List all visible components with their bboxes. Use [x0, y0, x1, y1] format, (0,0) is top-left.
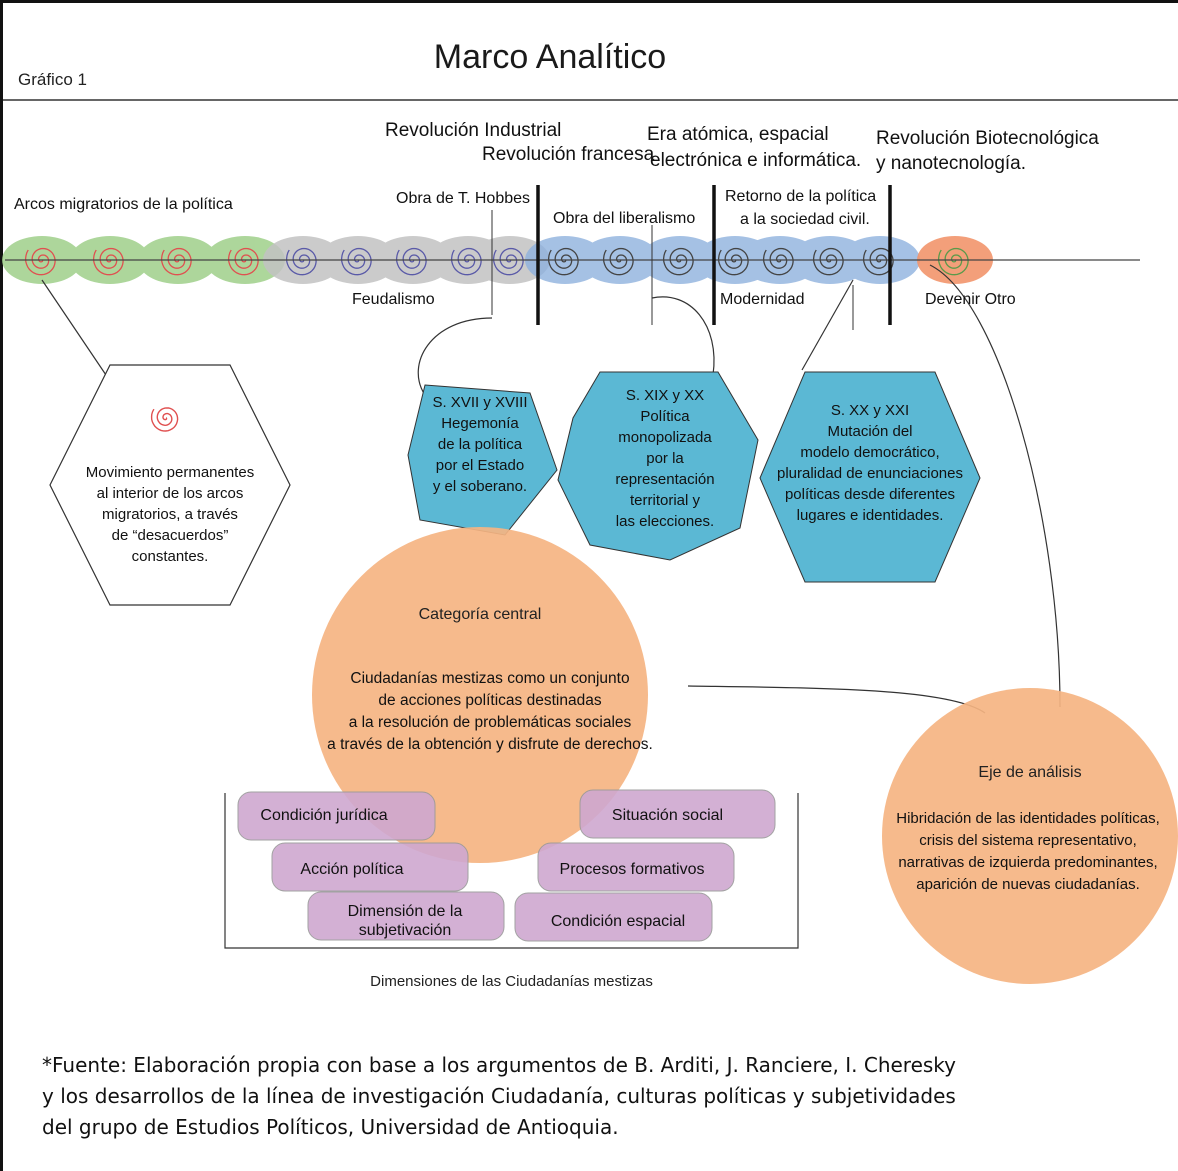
- spiral-icons: [24, 247, 969, 276]
- period-feudalism: Feudalismo: [352, 291, 435, 308]
- hex-line: al interior de los arcos: [96, 485, 244, 502]
- spiral-icon: [395, 247, 427, 276]
- arcs-label: Arcos migratorios de la política: [14, 196, 233, 213]
- axis-body: Hibridación de las identidades políticas…: [880, 808, 1176, 896]
- period-modernity: Modernidad: [720, 291, 805, 308]
- hex-line: S. XVII y XVIII: [432, 394, 528, 411]
- hex-line: Política: [640, 408, 690, 425]
- dimension-boxes: [237, 789, 776, 942]
- spiral-icon: [602, 247, 634, 276]
- thin-markers: [491, 210, 854, 330]
- central-body: Ciudadanías mestizas como un conjunto de…: [300, 668, 680, 756]
- spiral-icon: [92, 247, 124, 276]
- spiral-icon: [227, 247, 259, 276]
- work-civil-society: a la sociedad civil.: [740, 211, 870, 228]
- blue-hexagon-3: [759, 371, 981, 583]
- blue-hexagon-1-text: S. XVII y XVIII Hegemonía de la política…: [410, 392, 550, 497]
- blue-hexagon-3-text: S. XX y XXI Mutación del modelo democrát…: [752, 400, 988, 526]
- dimension-social-situation: Situación social: [611, 807, 724, 824]
- dimension-spatial-condition: Condición espacial: [550, 913, 686, 930]
- hex-line: constantes.: [131, 548, 209, 565]
- event-biotech-revolution: Revolución Biotecnológica: [876, 128, 1099, 149]
- axis-line: crisis del sistema representativo,: [919, 832, 1137, 849]
- spiral-icon: [24, 247, 56, 276]
- dimension-formative-processes: Procesos formativos: [559, 861, 705, 878]
- event-electronic-era: electrónica e informática.: [650, 150, 862, 171]
- spiral-icon: [450, 247, 482, 276]
- axis-line: Hibridación de las identidades políticas…: [896, 810, 1160, 827]
- hex-line: Mutación del: [827, 423, 913, 440]
- event-atomic-era: Era atómica, espacial: [647, 124, 829, 145]
- dimensions-caption: Dimensiones de las Ciudadanías mestizas: [370, 973, 653, 990]
- hex-line: Movimiento permanentes: [85, 464, 255, 481]
- spiral-icon: [762, 247, 794, 276]
- dimensions-bracket: [224, 793, 799, 949]
- white-hexagon: [49, 364, 291, 606]
- source-footnote: *Fuente: Elaboración propia con base a l…: [42, 1050, 956, 1143]
- dimension-political-action: Acción política: [300, 861, 404, 878]
- hex-line: por la: [646, 450, 684, 467]
- hex-line: lugares e identidades.: [796, 507, 944, 524]
- hex-line: políticas desde diferentes: [784, 486, 956, 503]
- hex-line: de la política: [437, 436, 523, 453]
- hex-line: las elecciones.: [615, 513, 715, 530]
- spiral-icon: [492, 247, 524, 276]
- period-becoming-other: Devenir Otro: [925, 291, 1016, 308]
- hex-line: monopolizada: [618, 429, 712, 446]
- axis-heading: Eje de análisis: [978, 764, 1082, 781]
- blue-hexagon-2-text: S. XIX y XX Política monopolizada por la…: [585, 385, 745, 532]
- hex-line: S. XX y XXI: [830, 402, 910, 419]
- footnote-line: y los desarrollos de la línea de investi…: [42, 1084, 956, 1108]
- red-spiral-icon: [150, 407, 179, 432]
- hex-line: de “desacuerdos”: [111, 527, 229, 544]
- dimension-subjectivation: Dimensión de la subjetivación: [347, 903, 463, 939]
- figure-label: Gráfico 1: [18, 70, 87, 89]
- event-nanotech: y nanotecnología.: [876, 153, 1027, 174]
- hex-line: S. XIX y XX: [625, 387, 705, 404]
- hex-line: territorial y: [629, 492, 700, 509]
- central-heading: Categoría central: [418, 606, 542, 623]
- analysis-axis-circle: [882, 688, 1178, 984]
- work-hobbes: Obra de T. Hobbes: [396, 190, 531, 207]
- footnote-line: *Fuente: Elaboración propia con base a l…: [42, 1053, 957, 1077]
- axis-line: narrativas de izquierda predominantes,: [898, 854, 1158, 871]
- central-line: a través de la obtención y disfrute de d…: [327, 736, 653, 753]
- central-category-circle: [312, 527, 648, 863]
- dimension-legal-condition: Condición jurídica: [260, 807, 388, 824]
- hex-line: Hegemonía: [441, 415, 519, 432]
- spiral-icon: [717, 247, 749, 276]
- work-return-politics: Retorno de la política: [725, 188, 877, 205]
- work-liberalism: Obra del liberalismo: [553, 210, 696, 227]
- central-line: a la resolución de problemáticas sociale…: [348, 714, 632, 731]
- event-french-revolution: Revolución francesa: [482, 144, 655, 165]
- spiral-icon: [340, 247, 372, 276]
- central-line: Ciudadanías mestizas como un conjunto: [350, 670, 630, 687]
- central-line: de acciones políticas destinadas: [378, 692, 602, 709]
- page-title: Marco Analítico: [433, 38, 667, 76]
- event-markers: [536, 185, 892, 325]
- hex-line: y el soberano.: [432, 478, 528, 495]
- spiral-icon: [862, 247, 894, 276]
- hex-line: modelo democrático,: [800, 444, 940, 461]
- hex-line: representación: [615, 471, 715, 488]
- white-hexagon-text: Movimiento permanentes al interior de lo…: [55, 462, 285, 567]
- event-industrial-revolution: Revolución Industrial: [385, 120, 562, 141]
- axis-line: aparición de nuevas ciudadanías.: [916, 876, 1140, 893]
- hex-line: por el Estado: [435, 457, 525, 474]
- spiral-icon: [662, 247, 694, 276]
- hex-line: migratorios, a través: [102, 506, 238, 523]
- spiral-icon: [160, 247, 192, 276]
- spiral-icon: [937, 247, 969, 276]
- spiral-icon: [812, 247, 844, 276]
- blue-hexagon-2: [557, 371, 759, 561]
- hex-line: pluralidad de enunciaciones: [777, 465, 963, 482]
- spiral-icon: [547, 247, 579, 276]
- spiral-icon: [285, 247, 317, 276]
- footnote-line: del grupo de Estudios Políticos, Univers…: [42, 1115, 619, 1139]
